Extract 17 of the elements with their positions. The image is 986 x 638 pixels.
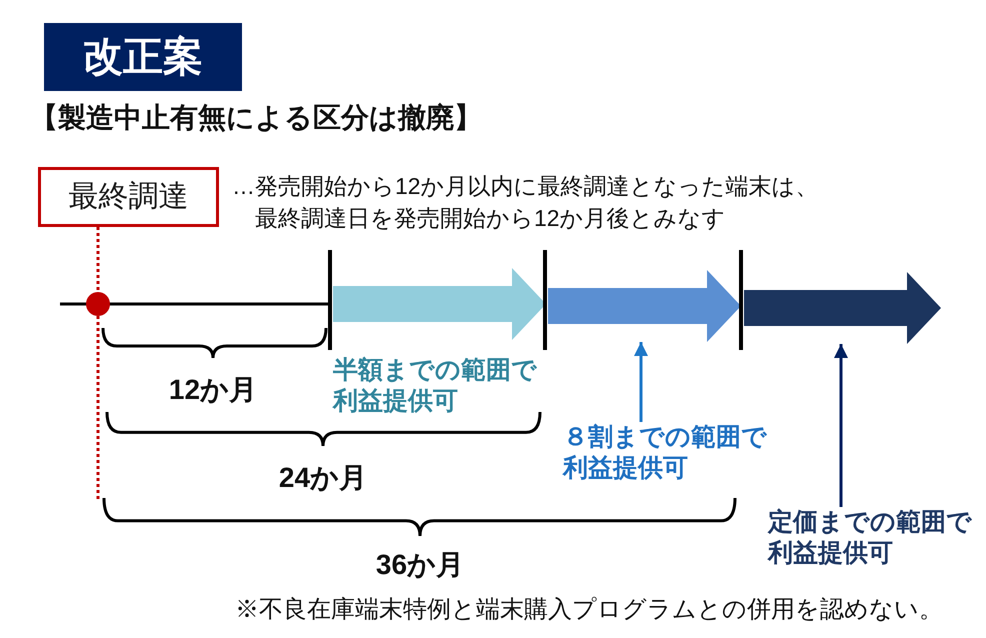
title-banner: 改正案 [44, 23, 242, 91]
subtitle: 【製造中止有無による区分は撤廃】 [30, 101, 483, 135]
duration-label: 24か月 [278, 461, 368, 495]
annotation-text: 半額までの範囲で利益提供可 [333, 355, 538, 417]
dotted-connector [96, 227, 100, 292]
duration-label: 12か月 [168, 373, 258, 407]
timeline-band [744, 272, 941, 344]
annotation-text: 定価までの範囲で利益提供可 [768, 507, 978, 569]
timeline-band [333, 268, 546, 340]
timeline-band [548, 270, 741, 342]
note-text: …発売開始から12か月以内に最終調達となった端末は、最終調達日を発売開始から12か月後とみなす [232, 172, 820, 233]
term-box: 最終調達 [38, 167, 219, 227]
pointer-arrow [634, 342, 648, 422]
duration-label: 36か月 [374, 548, 466, 582]
annotation-text: ８割までの範囲で利益提供可 [563, 422, 773, 484]
footnote: ※不良在庫端末特例と端末購入プログラムとの併用を認めない。 [235, 595, 944, 625]
pointer-arrow [834, 344, 848, 507]
